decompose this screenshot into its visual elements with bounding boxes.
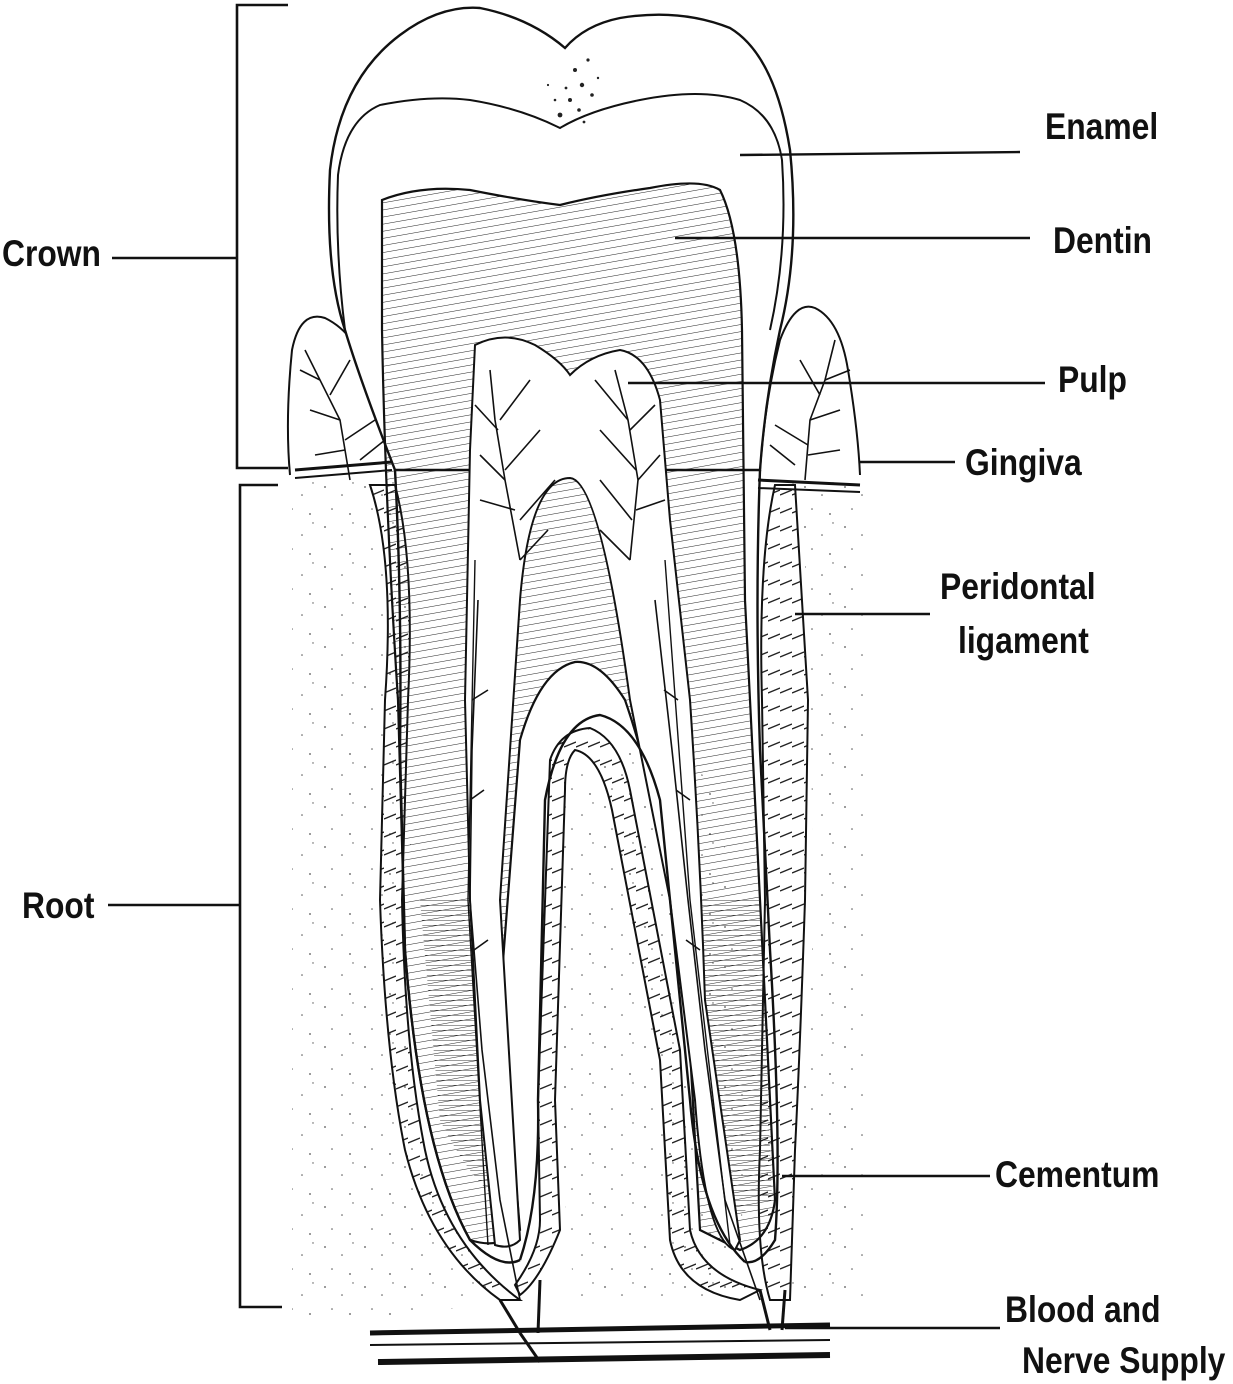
label-crown: Crown xyxy=(2,234,101,274)
root-bracket xyxy=(108,485,282,1307)
label-enamel: Enamel xyxy=(1045,107,1158,147)
label-root: Root xyxy=(22,886,94,926)
label-cementum: Cementum xyxy=(995,1155,1159,1195)
label-blood-line1: Blood and xyxy=(1005,1290,1161,1330)
label-peridontal-line1: Peridontal xyxy=(940,567,1096,607)
label-peridontal-line2: ligament xyxy=(958,621,1089,661)
label-dentin: Dentin xyxy=(1053,221,1152,261)
label-blood-line2: Nerve Supply xyxy=(1022,1341,1225,1381)
label-pulp: Pulp xyxy=(1058,360,1127,400)
label-gingiva: Gingiva xyxy=(965,443,1082,483)
crown-bracket xyxy=(112,5,288,468)
